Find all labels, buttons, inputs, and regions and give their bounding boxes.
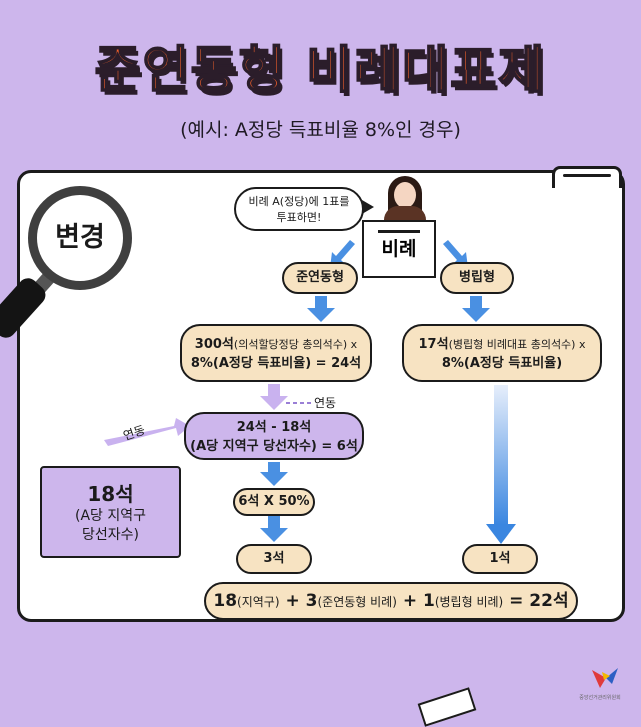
arrow-left-down-2: [260, 462, 288, 486]
speech-line-1: 비례 A(정당)에 1표를: [248, 195, 350, 208]
arrow-right-long: [486, 385, 516, 544]
arrow-lavender-down: [260, 384, 288, 410]
speech-bubble-tail: [362, 200, 374, 214]
arrow-left-down-3: [260, 516, 288, 542]
page-subtitle: (예시: A정당 득표비율 8%인 경우): [180, 119, 461, 141]
speech-line-2: 투표하면!: [276, 211, 322, 224]
result-parallel: 1석: [462, 544, 538, 574]
arrow-left-down-1: [307, 296, 335, 322]
calc-semi-linked: 300석(의석할당정당 총의석수) x 8%(A정당 득표비율) = 24석: [180, 324, 372, 382]
arrow-to-left-branch: [330, 240, 355, 268]
org-name: 중앙선거관리위원회: [579, 695, 621, 701]
ballot-slot: [378, 230, 420, 233]
result-semi-linked: 3석: [236, 544, 312, 574]
calc-half: 6석 X 50%: [233, 488, 315, 516]
change-badge-label: 변경: [55, 222, 105, 253]
card-tab: [552, 166, 622, 188]
flow-arrows: [104, 240, 516, 544]
calc-parallel: 17석(병립형 비례대표 총의석수) x 8%(A정당 득표비율): [402, 324, 602, 382]
district-seats-box: 18석 (A당 지역구 당선자수): [40, 466, 181, 558]
arrow-to-right-branch: [443, 240, 468, 268]
ballot-label: 비례: [381, 238, 417, 260]
magnifier-icon: 변경: [28, 186, 132, 290]
calc-subtract: 24석 - 18석 (A당 지역구 당선자수) = 6석: [184, 412, 364, 460]
branch-parallel: 병립형: [440, 262, 514, 294]
arrow-right-down-1: [462, 296, 490, 322]
speech-bubble: 비례 A(정당)에 1표를 투표하면!: [234, 187, 364, 231]
nec-logo-icon: [592, 668, 618, 688]
ballot-box-icon: 비례: [362, 220, 436, 278]
link-label: 연동: [314, 396, 337, 410]
page-title: 준연동형 비례대표제: [94, 40, 547, 100]
branch-semi-linked: 준연동형: [282, 262, 358, 294]
arrow-side-link: [104, 418, 190, 446]
final-total: 18(지역구) + 3(준연동형 비례) + 1(병립형 비례) = 22석: [204, 582, 578, 620]
